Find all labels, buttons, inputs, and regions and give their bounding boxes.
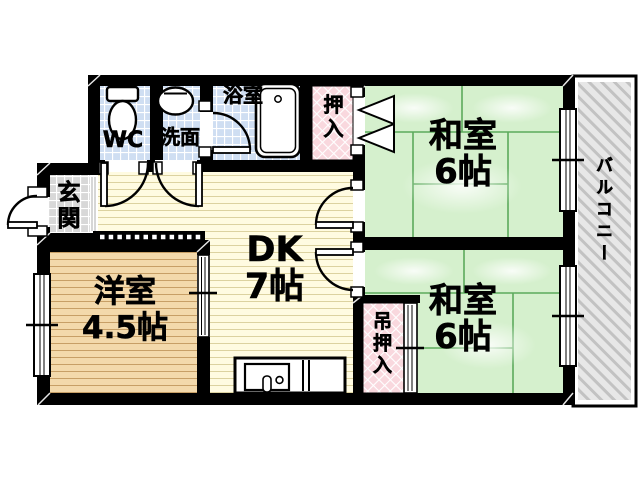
youshitsu-west-window <box>26 273 58 377</box>
washitsu-north-size: 6帖 <box>434 152 492 192</box>
entrance-door-arc <box>6 194 38 226</box>
bathroom-door-arc <box>212 111 252 151</box>
balcony <box>571 74 638 408</box>
door-swing-arcs <box>6 111 354 292</box>
genkan-tile <box>48 175 90 233</box>
wc-door-arc <box>104 162 150 208</box>
youshitsu-closet-strip <box>93 231 205 243</box>
balcony-hatch <box>578 82 631 400</box>
threshold-lines <box>91 177 96 231</box>
closet-fill <box>311 85 354 161</box>
youshitsu-dk-sliding-door <box>189 254 217 338</box>
bathroom-label: 浴室 <box>223 83 264 107</box>
balcony-window-south <box>552 265 584 367</box>
youshitsu-label: 洋室 <box>94 274 157 310</box>
washbasin-icon <box>156 86 195 116</box>
closet-label: 押入 <box>320 94 345 143</box>
washroom-door-arc <box>154 162 200 208</box>
door-leaves <box>7 146 354 256</box>
toilet-icon <box>105 85 140 141</box>
hanging-closet-label: 吊押入 <box>370 311 393 378</box>
bathroom-door-leaf <box>212 146 251 154</box>
dk-label: DK <box>246 230 303 270</box>
balcony-label: バルコニー <box>592 156 613 267</box>
entrance-door-leaf <box>7 221 38 229</box>
kitchen-sink-icon <box>233 356 347 395</box>
washroom-door-leaf <box>195 162 203 207</box>
genkan-label: 玄関 <box>53 180 80 233</box>
folding-door-icon <box>356 94 395 154</box>
balcony-window-north <box>552 108 584 212</box>
wc-door-leaf <box>100 162 108 207</box>
washitsu-south-door-arc <box>314 251 354 292</box>
genkan-threshold <box>90 175 98 233</box>
wc-label: WC <box>102 128 144 153</box>
washitsu-south-door-leaf <box>315 248 354 256</box>
washroom-label: 洗面 <box>160 125 201 149</box>
washitsu-north-label: 和室 <box>429 116 498 156</box>
washitsu-north-door-leaf <box>315 221 354 229</box>
washitsu-south-label: 和室 <box>429 281 498 321</box>
dk-size: 7帖 <box>244 267 305 307</box>
washitsu-south-size: 6帖 <box>434 317 492 357</box>
bathtub-icon <box>254 82 302 159</box>
washitsu-north-door-arc <box>314 186 354 226</box>
hanging-closet-sliding-door <box>396 302 424 394</box>
youshitsu-size: 4.5帖 <box>82 310 169 346</box>
youshitsu-floor <box>50 252 197 393</box>
